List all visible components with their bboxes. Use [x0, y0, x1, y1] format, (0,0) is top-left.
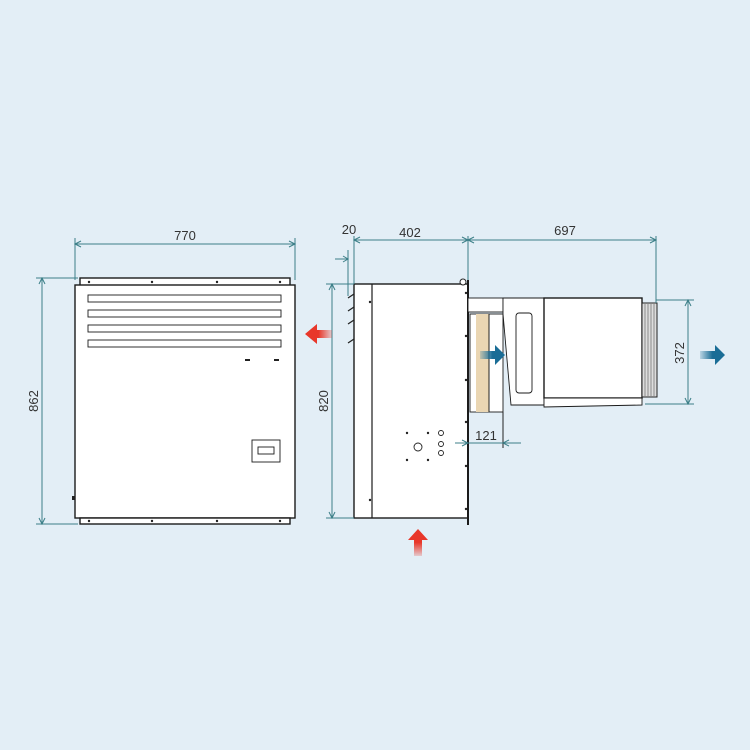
front-width-label: 770 — [174, 228, 196, 243]
wall-thickness-label: 121 — [475, 428, 497, 443]
dimension-wall-offset: 20 — [335, 222, 356, 296]
condenser-height-label: 372 — [672, 342, 687, 364]
dimension-wall-thickness: 121 — [455, 428, 521, 447]
condenser-depth-label: 697 — [554, 223, 576, 238]
wall-offset-label: 20 — [342, 222, 356, 237]
front-louvers — [87, 294, 282, 348]
condenser-fan-guard — [641, 302, 658, 398]
warm-air-arrow-left — [305, 324, 332, 344]
cool-air-arrow-in — [480, 345, 505, 365]
dimension-front-width: 770 — [73, 228, 297, 280]
front-view — [72, 277, 296, 525]
warm-air-arrow-up — [408, 529, 428, 556]
control-box — [251, 439, 281, 463]
evaporator-depth-label: 402 — [399, 225, 421, 240]
dimension-condenser-depth: 697 — [466, 223, 658, 303]
dimension-condenser-height: 372 — [645, 298, 694, 406]
front-height-label: 862 — [26, 390, 41, 412]
wall-insulation — [476, 314, 489, 412]
cool-air-arrow-out — [700, 345, 725, 365]
side-height-label: 820 — [316, 390, 331, 412]
dimension-front-height: 862 — [26, 276, 78, 526]
dimension-evaporator-depth: 402 — [352, 225, 470, 284]
side-view — [347, 278, 658, 525]
dimension-side-height: 820 — [316, 282, 354, 520]
